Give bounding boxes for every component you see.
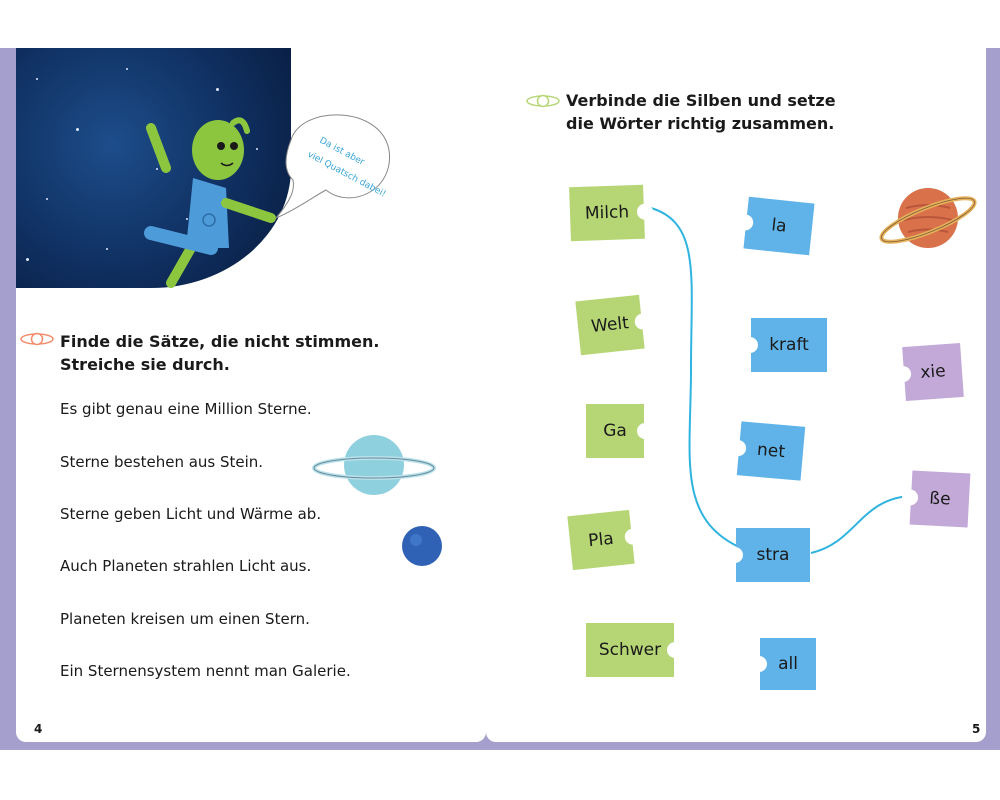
syllable-piece-milch[interactable]: Milch: [569, 184, 645, 242]
page-number-right: 5: [972, 722, 981, 736]
syllable-piece-welt[interactable]: Welt: [575, 294, 645, 356]
connector-lines: [650, 207, 912, 554]
sentence-2[interactable]: Sterne bestehen aus Stein.: [60, 453, 264, 471]
speech-bubble: Da ist aber viel Quatsch dabei!: [275, 114, 390, 219]
sentence-5[interactable]: Planeten kreisen um einen Stern.: [60, 610, 310, 628]
syllable-piece-all[interactable]: all: [751, 638, 816, 690]
syllable-label: kraft: [769, 335, 809, 355]
right-task-heading: Verbinde die Silben und setze die Wörter…: [566, 89, 836, 135]
syllable-piece-schwer[interactable]: Schwer: [586, 623, 683, 677]
syllable-piece-xie[interactable]: xie: [902, 343, 964, 401]
syllable-piece-net[interactable]: net: [736, 421, 806, 481]
page-number-left: 4: [34, 722, 43, 736]
right-page: Verbinde die Silben und setze die Wörter…: [486, 48, 986, 742]
syllable-piece-ga[interactable]: Ga: [586, 404, 653, 458]
left-task-heading: Finde die Sätze, die nicht stimmen. Stre…: [60, 330, 379, 376]
syllable-piece-stra[interactable]: stra: [727, 528, 810, 582]
syllable-label: la: [770, 215, 788, 237]
left-page: Da ist aber viel Quatsch dabei! Finde di…: [16, 48, 486, 742]
connector-milch-stra: [650, 207, 742, 549]
alien-illustration: [144, 117, 276, 288]
syllable-label: Ga: [603, 421, 627, 441]
syllable-label: all: [778, 654, 798, 674]
syllable-piece-la[interactable]: la: [743, 196, 815, 256]
ringed-planet-orange-illustration: [879, 188, 977, 248]
left-heading-line-1: Finde die Sätze, die nicht stimmen.: [60, 332, 380, 351]
syllable-label: Welt: [590, 313, 630, 337]
sentence-6[interactable]: Ein Sternensystem nennt man Galerie.: [60, 662, 351, 680]
sentence-4[interactable]: Auch Planeten strahlen Licht aus.: [60, 557, 312, 575]
syllable-label: Milch: [584, 202, 630, 224]
ringed-planet-illustration: [312, 435, 436, 495]
planet-icon: [20, 332, 54, 346]
syllable-label: Pla: [587, 528, 615, 552]
book-spread: Da ist aber viel Quatsch dabei! Finde di…: [0, 48, 1000, 750]
planet-icon: [526, 94, 560, 108]
connector-stra-sse: [810, 495, 912, 554]
syllable-label: stra: [756, 545, 790, 565]
blue-planet-illustration: [402, 526, 442, 566]
right-heading-line-2: die Wörter richtig zusammen.: [566, 114, 835, 133]
syllable-label: xie: [919, 361, 947, 383]
syllable-label: net: [756, 439, 786, 463]
sentence-3[interactable]: Sterne geben Licht und Wärme ab.: [60, 505, 322, 523]
sentence-1[interactable]: Es gibt genau eine Million Sterne.: [60, 400, 312, 418]
syllable-piece-sse[interactable]: ße: [909, 470, 971, 528]
right-heading-line-1: Verbinde die Silben und setze: [566, 91, 836, 110]
syllable-piece-pla[interactable]: Pla: [567, 509, 635, 571]
syllable-label: ße: [928, 488, 952, 510]
left-heading-line-2: Streiche sie durch.: [60, 355, 230, 374]
syllable-label: Schwer: [598, 640, 662, 660]
syllable-piece-kraft[interactable]: kraft: [742, 318, 827, 372]
space-illustration: [16, 48, 291, 288]
